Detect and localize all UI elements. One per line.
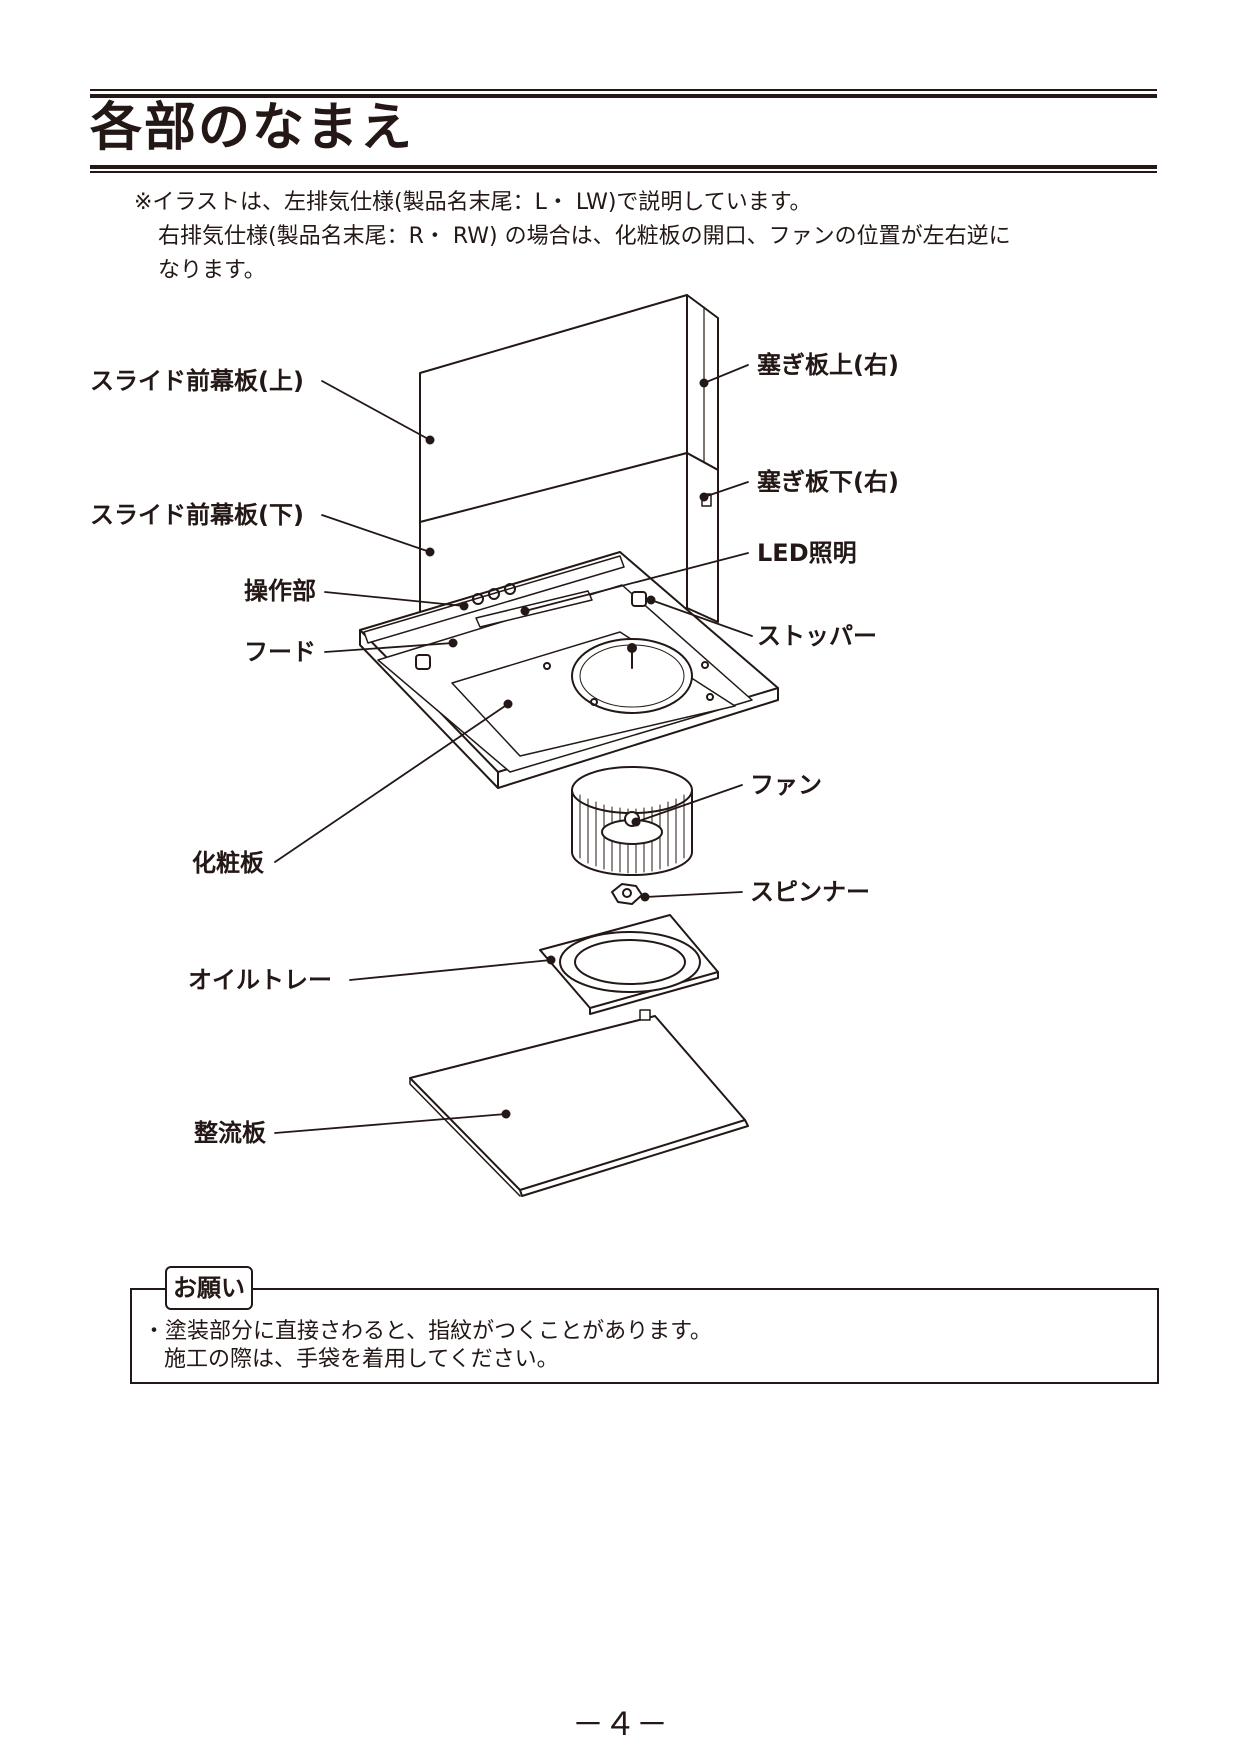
intro-note-line-3: なります。 bbox=[158, 258, 266, 283]
header-rule-top-thick bbox=[90, 94, 1157, 98]
label-led-light: LED照明 bbox=[757, 539, 857, 567]
label-decorative-panel: 化粧板 bbox=[192, 849, 264, 877]
label-spinner: スピンナー bbox=[750, 878, 870, 906]
request-box-line-1: ・塗装部分に直接さわると、指紋がつくことがあります。 bbox=[143, 1319, 712, 1344]
request-box-line-2: 施工の際は、手袋を着用してください。 bbox=[164, 1347, 559, 1372]
label-closing-plate-lower-right: 塞ぎ板下(右) bbox=[757, 468, 899, 496]
closing-plate-lower-right bbox=[686, 452, 719, 623]
request-box-tag: お願い bbox=[165, 1266, 253, 1310]
label-stopper: ストッパー bbox=[757, 622, 877, 650]
oil-tray bbox=[539, 914, 719, 1015]
label-slide-front-lower: スライド前幕板(下) bbox=[90, 501, 304, 529]
label-closing-plate-upper-right: 塞ぎ板上(右) bbox=[757, 351, 899, 379]
fan bbox=[571, 766, 693, 876]
range-hood-exploded-diagram bbox=[274, 294, 779, 1197]
label-oil-tray: オイルトレー bbox=[188, 966, 332, 994]
label-fan: ファン bbox=[750, 771, 822, 799]
label-slide-front-upper: スライド前幕板(上) bbox=[90, 367, 304, 395]
header-rule-bottom-thin bbox=[90, 171, 1157, 173]
spinner bbox=[611, 883, 643, 905]
label-rectifier-plate: 整流板 bbox=[194, 1119, 266, 1147]
request-box bbox=[130, 1288, 1159, 1384]
header-rule-top-thin bbox=[90, 89, 1157, 91]
label-hood: フード bbox=[244, 638, 316, 666]
page-number: －４－ bbox=[571, 1705, 668, 1743]
rectifier-plate bbox=[409, 1009, 749, 1197]
header-rule-bottom-thick bbox=[90, 165, 1157, 169]
page-title: 各部のなまえ bbox=[90, 98, 415, 158]
intro-note-line-2: 右排気仕様(製品名末尾：R・ RW) の場合は、化粧板の開口、ファンの位置が左右… bbox=[158, 224, 1011, 249]
intro-note-line-1: ※イラストは、左排気仕様(製品名末尾：L・ LW)で説明しています。 bbox=[134, 190, 812, 215]
label-control-panel: 操作部 bbox=[244, 577, 316, 605]
